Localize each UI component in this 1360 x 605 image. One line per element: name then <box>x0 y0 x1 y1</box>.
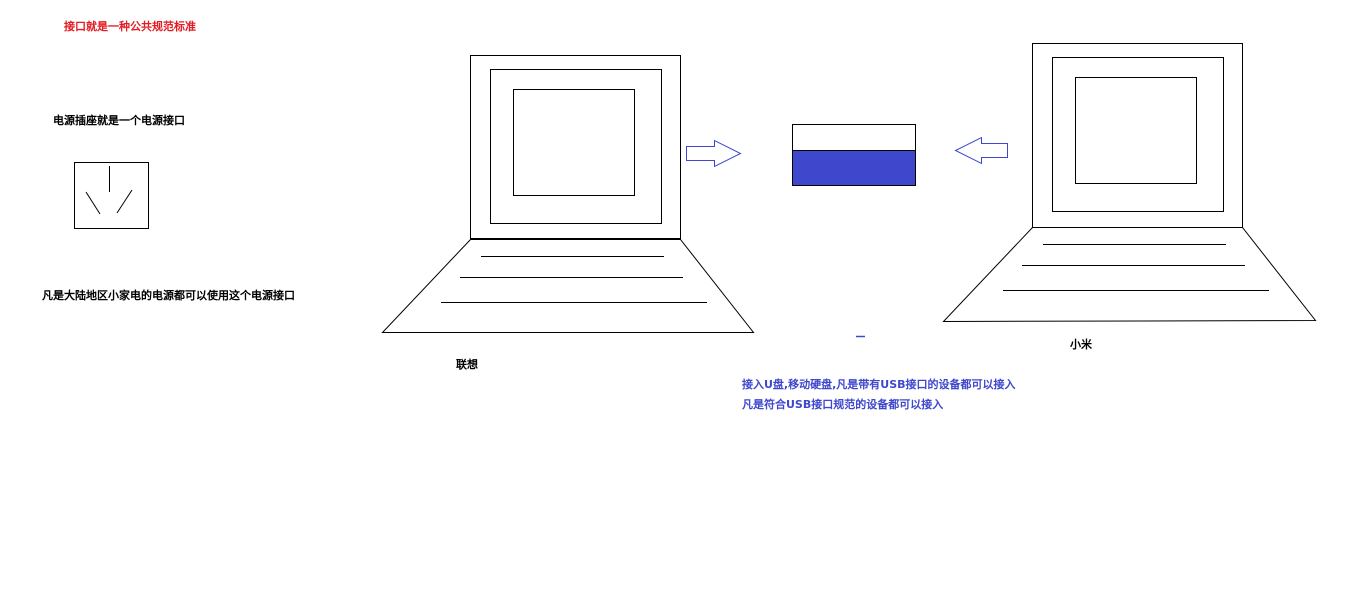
diagram-title: 接口就是一种公共规范标准 <box>64 20 196 33</box>
laptop-left-lid <box>470 55 681 239</box>
laptop-left-icon <box>381 55 755 333</box>
laptop-right-base <box>942 227 1317 323</box>
socket-caption: 电源插座就是一个电源接口 <box>53 114 185 127</box>
laptop-right-bezel <box>1052 57 1224 212</box>
laptop-right-icon <box>942 43 1317 323</box>
laptop-left-bezel <box>490 69 662 224</box>
laptop-left-label: 联想 <box>456 358 478 371</box>
laptop-right-label: 小米 <box>1070 338 1092 351</box>
arrow-right-icon <box>686 139 742 168</box>
usb-port-icon <box>792 124 916 186</box>
laptop-left-base <box>381 239 755 333</box>
power-socket-icon <box>74 162 149 229</box>
usb-note-line1: 接入U盘,移动硬盘,凡是带有USB接口的设备都可以接入 <box>742 378 1016 391</box>
laptop-left-screen <box>513 89 635 196</box>
arrow-left-icon <box>954 136 1008 165</box>
usb-note-line2: 凡是符合USB接口规范的设备都可以接入 <box>742 398 944 411</box>
laptop-right-lid <box>1032 43 1243 228</box>
laptop-right-screen <box>1075 77 1197 184</box>
socket-note: 凡是大陆地区小家电的电源都可以使用这个电源接口 <box>42 289 295 302</box>
